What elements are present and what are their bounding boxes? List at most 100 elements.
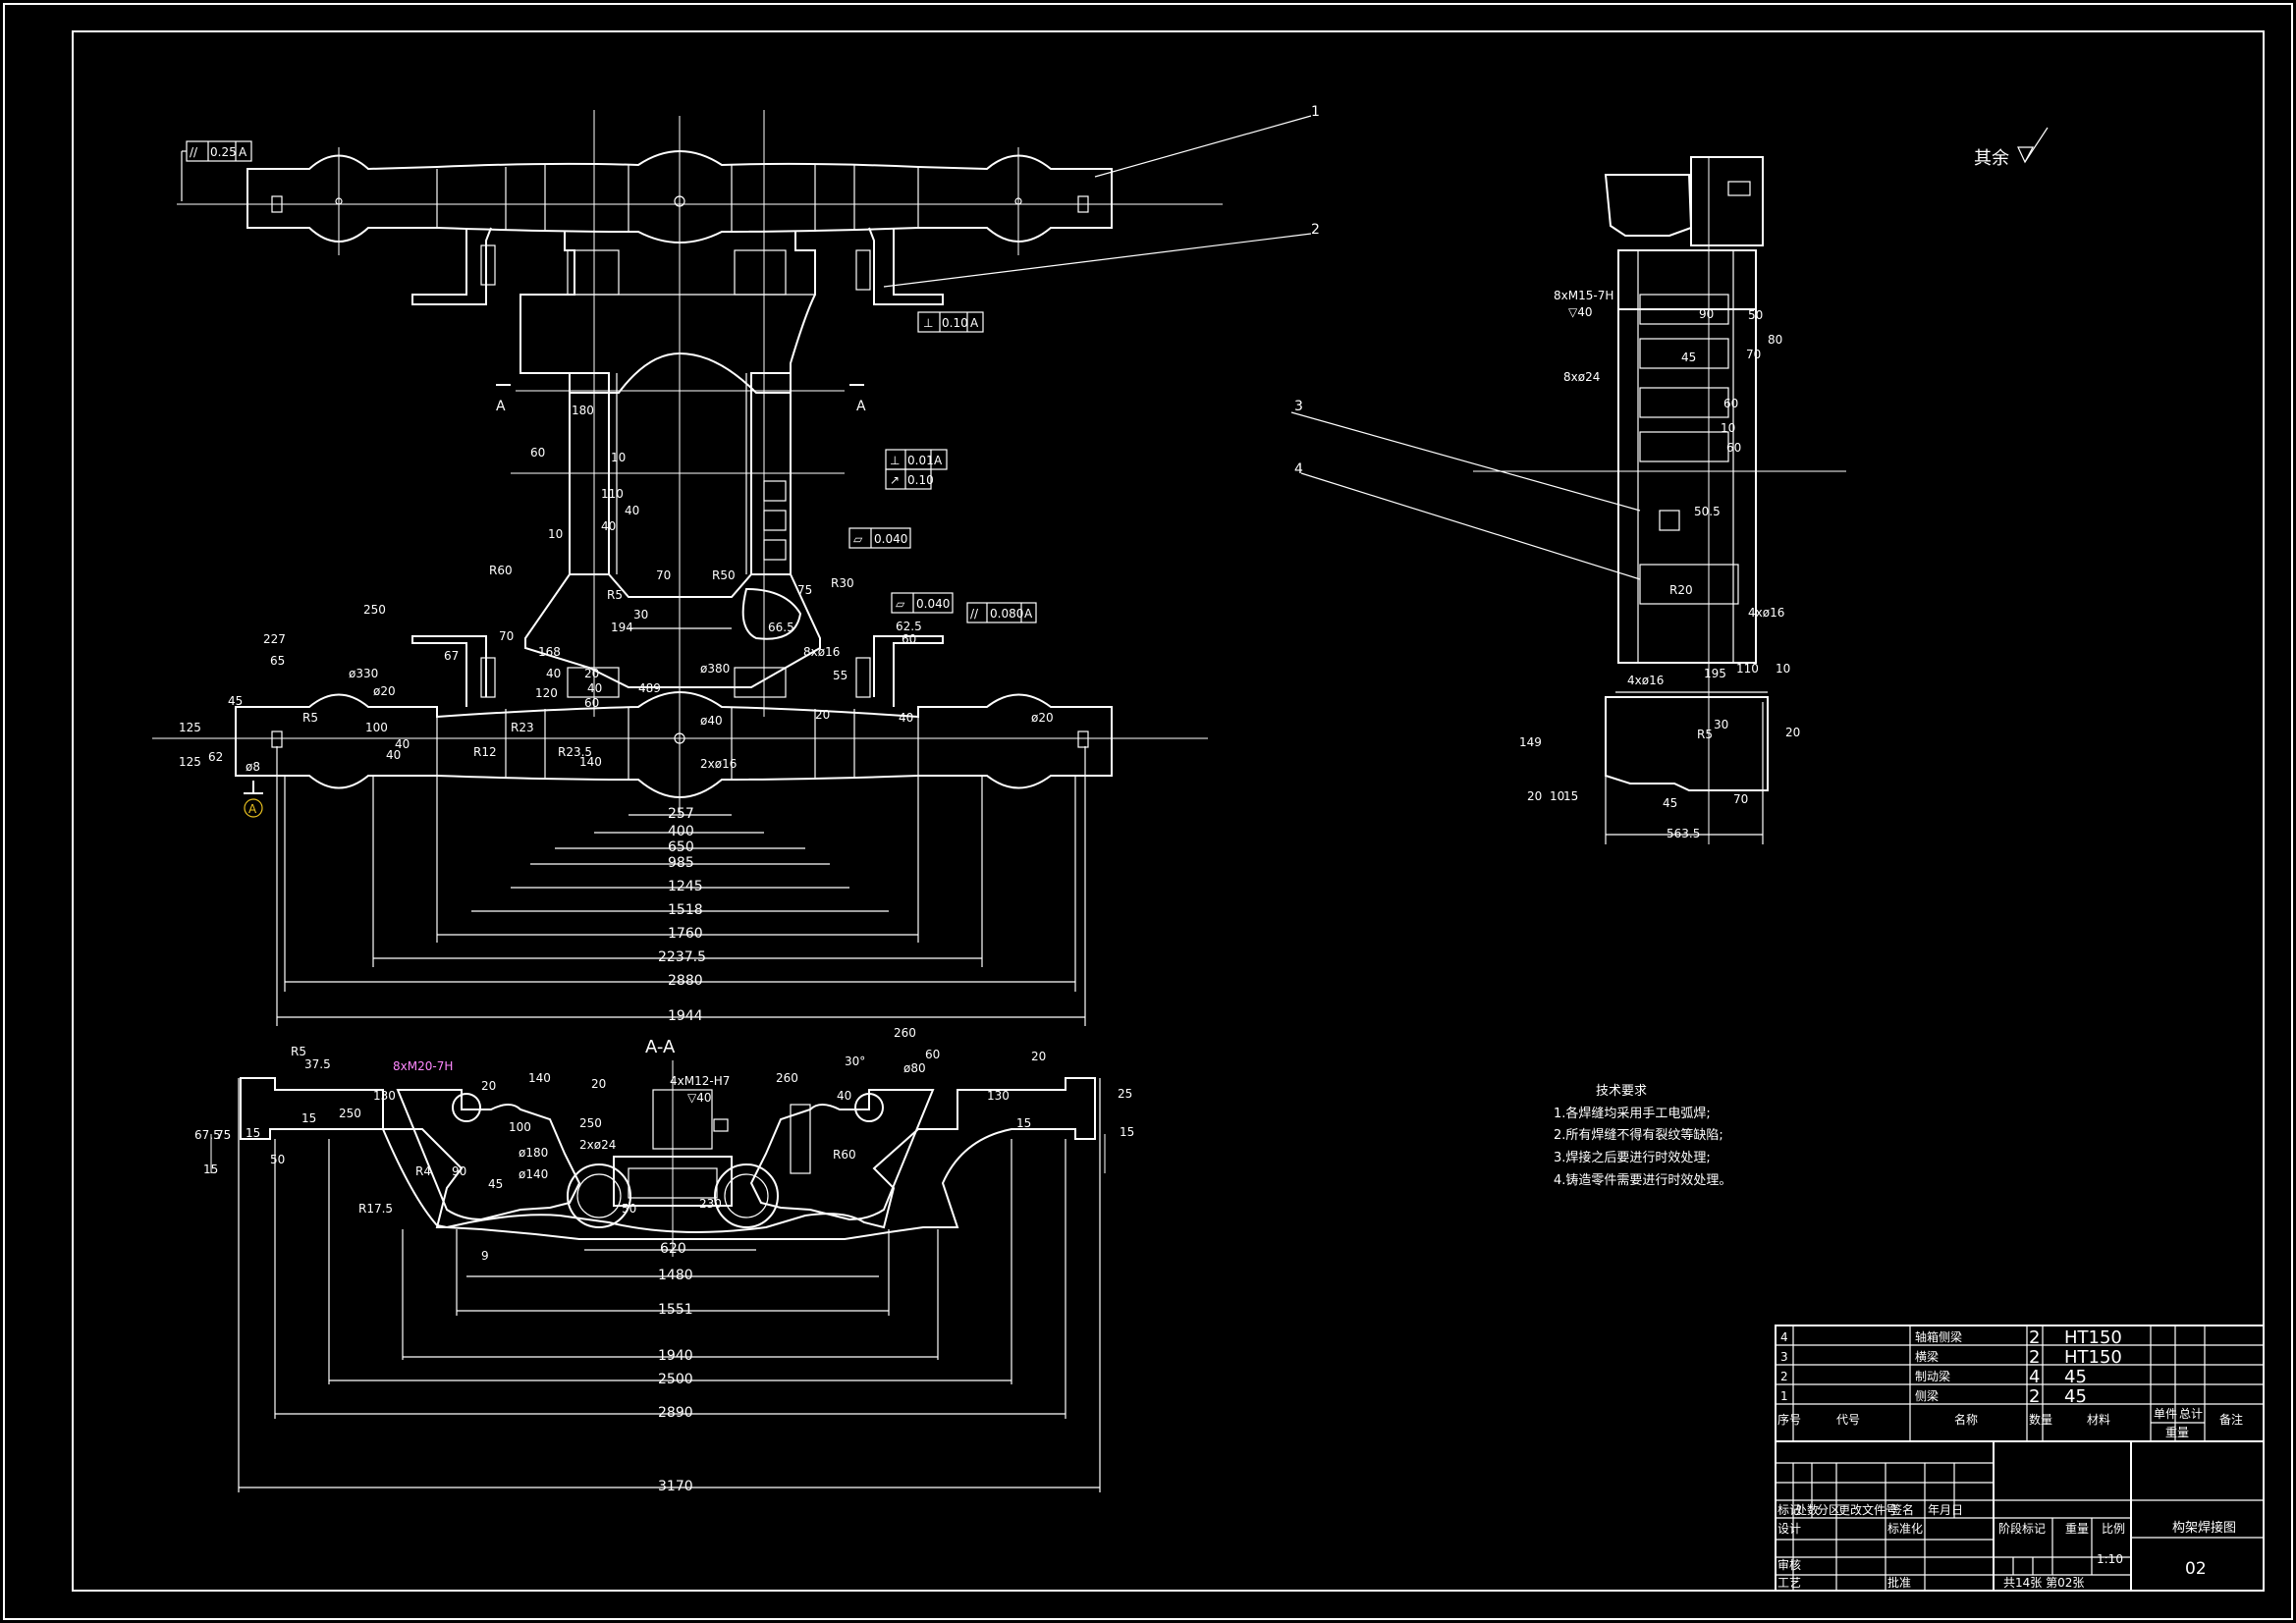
svg-text:66.5: 66.5 <box>768 621 794 634</box>
svg-text:40: 40 <box>546 667 561 680</box>
svg-text:62: 62 <box>208 750 223 764</box>
svg-text:15: 15 <box>301 1111 316 1125</box>
svg-text:45: 45 <box>228 694 243 708</box>
svg-text:4xø16: 4xø16 <box>1748 606 1784 620</box>
svg-text:130: 130 <box>373 1089 396 1103</box>
svg-text:20: 20 <box>1527 789 1542 803</box>
svg-text:R5: R5 <box>291 1045 306 1058</box>
svg-text:R5: R5 <box>302 711 318 725</box>
svg-text:140: 140 <box>528 1071 551 1085</box>
svg-text:55: 55 <box>833 669 847 682</box>
aa-dim-texts: 620 1480 1551 1940 2500 2890 3170 <box>658 1241 693 1494</box>
svg-text:1.各焊缝均采用手工电弧焊;: 1.各焊缝均采用手工电弧焊; <box>1554 1106 1711 1121</box>
svg-text:ø140: ø140 <box>519 1167 548 1181</box>
outer-frame <box>3 3 2293 1620</box>
leader-4: 4 <box>1294 461 1303 477</box>
svg-text:50: 50 <box>1748 308 1763 322</box>
svg-text:1551: 1551 <box>658 1302 693 1318</box>
svg-text:10: 10 <box>611 451 626 464</box>
tech-requirements: 技术要求 1.各焊缝均采用手工电弧焊; 2.所有焊缝不得有裂纹等缺陷; 3.焊接… <box>1554 1084 1731 1188</box>
svg-text:168: 168 <box>538 645 561 659</box>
svg-text:80: 80 <box>1768 333 1782 347</box>
svg-text:4xø16: 4xø16 <box>1627 674 1664 687</box>
svg-text:194: 194 <box>611 621 633 634</box>
svg-text:ø330: ø330 <box>349 667 378 680</box>
svg-text:8xø24: 8xø24 <box>1563 370 1600 384</box>
svg-text:260: 260 <box>776 1071 798 1085</box>
svg-text:0.040: 0.040 <box>874 532 907 546</box>
svg-text:30°: 30° <box>845 1055 865 1068</box>
svg-text:140: 140 <box>579 755 602 769</box>
svg-text:70: 70 <box>499 629 514 643</box>
drawing-number: 02 <box>2185 1559 2207 1579</box>
gdt-1: // 0.25 A <box>181 140 252 201</box>
svg-text:A: A <box>1024 607 1033 621</box>
svg-text:120: 120 <box>535 686 558 700</box>
svg-text:30: 30 <box>1714 718 1728 731</box>
svg-text:⊥: ⊥ <box>890 454 900 467</box>
svg-text:70: 70 <box>1733 792 1748 806</box>
svg-text:650: 650 <box>668 839 694 855</box>
title-block: 4 轴箱侧梁 2 HT150 3 横梁 2 HT150 2 制动梁 4 45 1… <box>1775 1325 2265 1592</box>
datum-a-label: A <box>248 802 257 816</box>
svg-text:60: 60 <box>530 446 545 460</box>
svg-text:9: 9 <box>481 1249 489 1263</box>
svg-text:标记: 标记 <box>1777 1503 1801 1517</box>
svg-text:130: 130 <box>987 1089 1010 1103</box>
svg-text:75: 75 <box>797 583 812 597</box>
svg-text:R5: R5 <box>1697 728 1713 741</box>
svg-text:⊥: ⊥ <box>923 316 933 330</box>
gdt-2: ⊥ 0.10 A <box>917 311 984 333</box>
svg-text:ø40: ø40 <box>700 714 723 728</box>
svg-text:2500: 2500 <box>658 1372 693 1387</box>
svg-text:620: 620 <box>660 1241 686 1257</box>
svg-text:4: 4 <box>2029 1367 2040 1387</box>
svg-text:4xM12-H7: 4xM12-H7 <box>670 1074 730 1088</box>
svg-text:40: 40 <box>587 681 602 695</box>
svg-text:阶段标记: 阶段标记 <box>1998 1521 2046 1536</box>
svg-text:ø20: ø20 <box>373 684 396 698</box>
svg-text:100: 100 <box>509 1120 531 1134</box>
svg-text:8xø16: 8xø16 <box>803 645 840 659</box>
svg-text:40: 40 <box>899 711 913 725</box>
svg-text:0.10: 0.10 <box>907 473 934 487</box>
side-view: 3 4 8xM15-7H ▽40 8xø24 90 50 45 70 80 60… <box>1290 127 2049 844</box>
svg-text:100: 100 <box>365 721 388 734</box>
side-beam-bottom <box>235 691 1113 798</box>
section-mark-right: A <box>856 399 866 414</box>
svg-text:名称: 名称 <box>1954 1412 1978 1427</box>
svg-text:R60: R60 <box>489 564 513 577</box>
svg-text:60: 60 <box>1723 397 1738 410</box>
svg-text:ø80: ø80 <box>903 1061 926 1075</box>
svg-text:批准: 批准 <box>1887 1575 1911 1590</box>
svg-text:2xø24: 2xø24 <box>579 1138 616 1152</box>
svg-text:45: 45 <box>2064 1367 2087 1387</box>
svg-text:2.所有焊缝不得有裂纹等缺陷;: 2.所有焊缝不得有裂纹等缺陷; <box>1554 1127 1723 1143</box>
svg-text:20: 20 <box>1785 726 1800 739</box>
svg-text:R17.5: R17.5 <box>358 1202 393 1216</box>
svg-text:70: 70 <box>1746 348 1761 361</box>
svg-text:R23: R23 <box>511 721 534 734</box>
gdt-5: ▱ 0.040 <box>891 592 954 614</box>
drawing-name: 构架焊接图 <box>2172 1520 2236 1536</box>
svg-text:15: 15 <box>1563 789 1578 803</box>
plan-dim-texts: 257 400 650 985 1245 1518 1760 2237.5 28… <box>658 806 706 1024</box>
svg-text:1518: 1518 <box>668 902 703 918</box>
section-aa-title: A-A <box>645 1037 676 1057</box>
svg-text:HT150: HT150 <box>2064 1347 2122 1368</box>
svg-text:40: 40 <box>837 1089 851 1103</box>
aa-labels: R5 37.5 8xM20-7H 20 140 20 4xM12-H7 ▽40 … <box>194 1026 1134 1263</box>
svg-text:ø380: ø380 <box>700 662 730 676</box>
svg-text:15: 15 <box>1016 1116 1031 1130</box>
svg-text:▱: ▱ <box>896 597 905 611</box>
svg-text:比例: 比例 <box>2102 1522 2125 1536</box>
svg-text:1480: 1480 <box>658 1268 693 1283</box>
svg-text:8xM20-7H: 8xM20-7H <box>393 1059 453 1073</box>
svg-text:50: 50 <box>622 1202 636 1216</box>
svg-text:1940: 1940 <box>658 1348 693 1364</box>
svg-text:0.080: 0.080 <box>990 607 1023 621</box>
svg-text:1760: 1760 <box>668 926 703 942</box>
svg-text:R30: R30 <box>831 576 854 590</box>
svg-text:3.焊接之后要进行时效处理;: 3.焊接之后要进行时效处理; <box>1554 1150 1711 1165</box>
